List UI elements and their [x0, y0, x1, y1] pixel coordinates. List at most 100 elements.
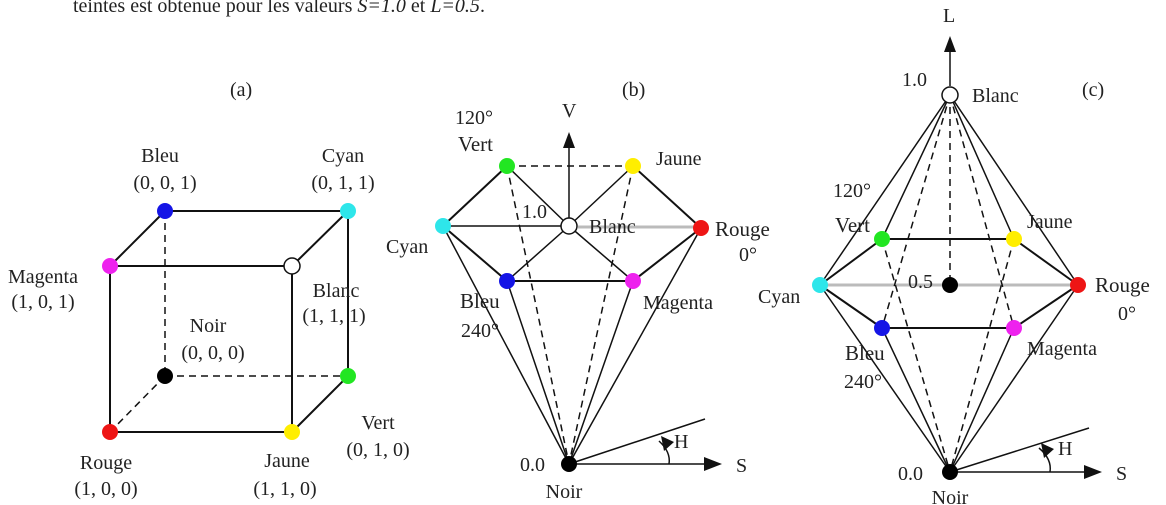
- vertex-noir: [157, 368, 173, 384]
- deg-0-label: 0°: [739, 244, 757, 266]
- label-rouge: Rouge: [1095, 273, 1150, 297]
- cube-edge: [109, 210, 166, 267]
- cube-edge: [291, 375, 349, 433]
- l-axis-arrowhead: [944, 36, 956, 52]
- vertex-vert: [499, 158, 515, 174]
- hex-diameter: [506, 165, 570, 227]
- vertex-magenta: [102, 258, 118, 274]
- deg-120-label: 120°: [455, 107, 493, 129]
- vertex-blanc: [941, 86, 959, 104]
- label-magenta: Magenta: [643, 292, 713, 314]
- label-bleu: Bleu: [460, 289, 500, 313]
- h-label: H: [674, 431, 688, 453]
- hex-diameter: [506, 225, 570, 282]
- h-reference-line: [949, 427, 1090, 473]
- label-jaune: Jaune: [656, 148, 702, 170]
- hex-diameter: [568, 225, 634, 282]
- label-cyan: Cyan: [758, 286, 800, 308]
- lower-cone-edge: [881, 327, 951, 473]
- label-magenta: Magenta: [1027, 338, 1097, 360]
- coords-rouge: (1, 0, 0): [74, 478, 137, 500]
- h-arc: [658, 440, 671, 465]
- upper-cone-edge-hidden: [881, 94, 951, 329]
- upper-cone-edge: [881, 94, 951, 240]
- label-blanc: Blanc: [972, 85, 1019, 107]
- l-axis-label: L: [943, 5, 955, 27]
- vertex-bleu: [157, 203, 173, 219]
- vertex-vert: [874, 231, 890, 247]
- vertex-noir: [942, 464, 958, 480]
- label-cyan: Cyan: [386, 236, 428, 258]
- lower-cone-edge: [949, 327, 1015, 473]
- label-blanc: Blanc: [589, 216, 636, 238]
- label-cyan: Cyan: [322, 145, 364, 167]
- vertex-cyan: [340, 203, 356, 219]
- v-axis-label: V: [562, 100, 577, 122]
- hex-edge: [819, 238, 883, 286]
- vertex-cyan: [435, 218, 451, 234]
- hex-edge: [442, 165, 508, 227]
- cone-edge: [568, 280, 634, 465]
- cone-edge: [568, 227, 702, 465]
- vertex-gris-center: [942, 277, 958, 293]
- vertex-vert: [340, 368, 356, 384]
- coords-bleu: (0, 0, 1): [133, 172, 196, 194]
- label-vert: Vert: [835, 213, 870, 237]
- val-05-label: 0.5: [908, 271, 933, 293]
- deg-120-label: 120°: [833, 180, 871, 202]
- deg-240-label: 240°: [844, 371, 882, 393]
- deg-240-label: 240°: [461, 320, 499, 342]
- hex-edge: [632, 227, 702, 282]
- h-arc-arrowhead: [1041, 443, 1054, 458]
- vertex-bleu: [874, 320, 890, 336]
- panel-a-caption: (a): [230, 79, 252, 101]
- val-0-label: 0.0: [898, 463, 923, 485]
- vertex-noir: [561, 456, 577, 472]
- panel-c-hsl-double-hexcone: (c) L S H: [758, 5, 1150, 505]
- hex-edge: [442, 225, 508, 282]
- val-0-label: 0.0: [520, 454, 545, 476]
- coords-vert: (0, 1, 0): [346, 439, 409, 461]
- val-1-label: 1.0: [522, 201, 547, 223]
- label-noir: Noir: [190, 315, 227, 337]
- label-noir: Noir: [932, 487, 969, 505]
- upper-cone-edge-hidden: [949, 94, 1015, 329]
- cone-edge-hidden: [506, 165, 570, 465]
- coords-blanc: (1, 1, 1): [302, 305, 365, 327]
- lower-cone-edge: [819, 284, 951, 473]
- cone-edge-hidden: [568, 165, 634, 465]
- label-vert: Vert: [458, 132, 493, 156]
- coords-noir: (0, 0, 0): [181, 342, 244, 364]
- h-arc-arrowhead: [661, 436, 674, 451]
- s-axis-label: S: [736, 455, 747, 477]
- h-label: H: [1058, 438, 1072, 460]
- vertex-jaune: [625, 158, 641, 174]
- upper-cone-edge: [949, 94, 1015, 240]
- cone-edge: [506, 280, 570, 465]
- label-blanc: Blanc: [313, 280, 360, 302]
- coords-magenta: (1, 0, 1): [11, 291, 74, 313]
- top-text: teintes est obtenue pour les valeurs S=1…: [73, 0, 485, 17]
- hex-edge: [632, 165, 702, 229]
- s-axis-arrowhead: [1084, 465, 1102, 479]
- lower-cone-edge-hidden: [881, 238, 951, 473]
- label-bleu: Bleu: [141, 145, 179, 167]
- h-reference-line: [568, 418, 706, 465]
- cube-edge: [291, 210, 349, 267]
- upper-cone-edge: [949, 94, 1079, 286]
- hex-diameter: [568, 165, 634, 227]
- vertex-jaune: [284, 424, 300, 440]
- label-rouge: Rouge: [715, 217, 770, 241]
- vertex-cyan: [812, 277, 828, 293]
- coords-cyan: (0, 1, 1): [311, 172, 374, 194]
- panel-b-caption: (b): [622, 79, 645, 101]
- upper-cone-edge: [819, 94, 951, 286]
- label-vert: Vert: [361, 412, 395, 434]
- label-bleu: Bleu: [845, 341, 885, 365]
- cone-edge: [442, 225, 570, 465]
- panel-c-caption: (c): [1082, 79, 1104, 101]
- label-noir: Noir: [546, 481, 583, 503]
- panel-b-hsv-hexcone: (b) V S H: [386, 79, 770, 503]
- lower-cone-edge-hidden: [949, 238, 1015, 473]
- v-axis-arrowhead: [563, 132, 575, 148]
